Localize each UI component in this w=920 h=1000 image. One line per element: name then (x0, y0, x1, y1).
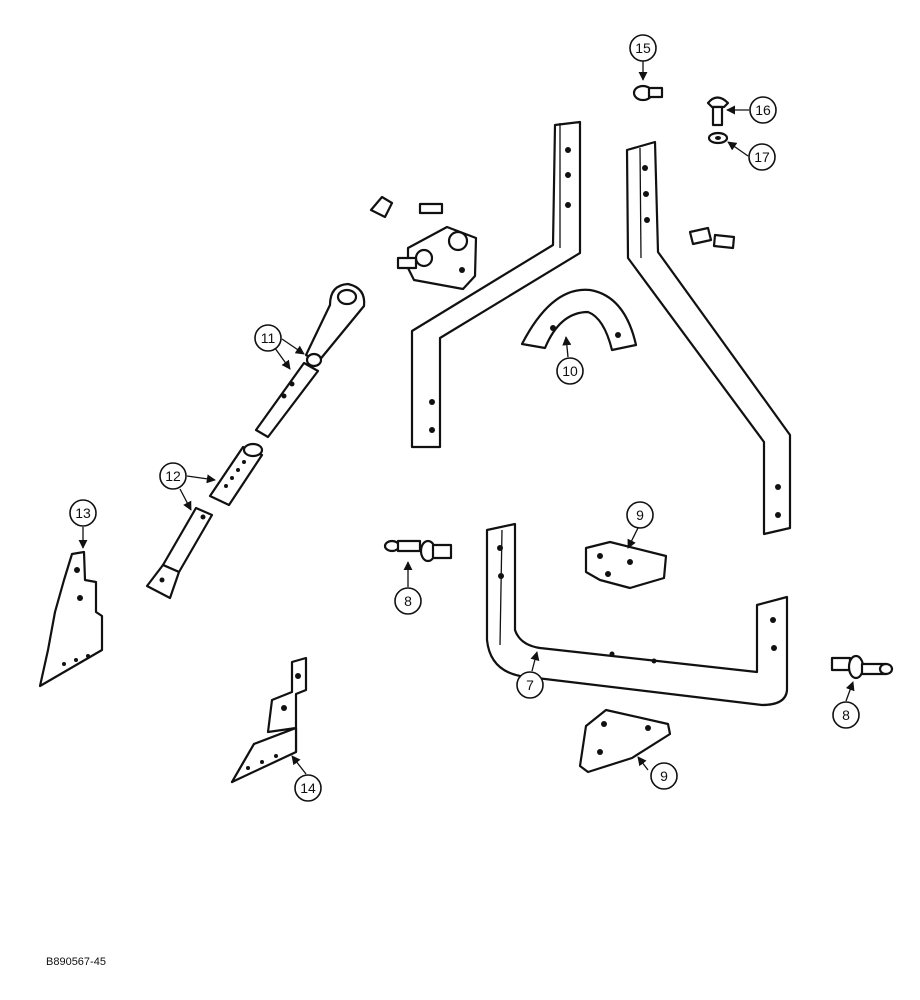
svg-text:13: 13 (75, 505, 91, 521)
callout-9-lower: 9 (650, 762, 678, 790)
top-link-11 (254, 282, 366, 439)
svg-text:17: 17 (754, 149, 770, 165)
lower-link-12 (145, 442, 264, 600)
svg-text:8: 8 (842, 707, 850, 723)
svg-text:9: 9 (636, 507, 644, 523)
svg-text:9: 9 (660, 768, 668, 784)
callout-11: 11 (254, 324, 282, 352)
callout-7: 7 (516, 671, 544, 699)
mount-bracket-9-lower (578, 708, 672, 774)
svg-text:7: 7 (526, 677, 534, 693)
spacer-pins (688, 226, 736, 250)
svg-text:14: 14 (300, 780, 316, 796)
callout-16: 16 (749, 96, 777, 124)
svg-text:10: 10 (562, 363, 578, 379)
bolt-16 (706, 96, 730, 127)
callout-8-left: 8 (394, 587, 422, 615)
left-upright-arm (410, 120, 582, 449)
svg-text:16: 16 (755, 102, 771, 118)
stud-pin-8-right (830, 654, 894, 680)
callout-14: 14 (294, 774, 322, 802)
leader-lines (78, 61, 855, 775)
reference-code: B890567-45 (46, 956, 106, 968)
callout-8-right: 8 (832, 701, 860, 729)
svg-text:11: 11 (261, 330, 276, 346)
callout-13: 13 (69, 499, 97, 527)
mount-bracket-9-upper (584, 540, 668, 590)
callout-9-upper: 9 (626, 501, 654, 529)
stud-pin-8-left (383, 539, 453, 563)
swivel-bracket (396, 225, 478, 291)
callout-12: 12 (159, 462, 187, 490)
svg-text:15: 15 (635, 40, 651, 56)
curved-bracket-10 (520, 288, 638, 352)
svg-text:8: 8 (404, 593, 412, 609)
callout-10: 10 (556, 357, 584, 385)
lift-pin-clip (369, 195, 444, 219)
stepped-plate-14 (230, 656, 308, 784)
stepped-plate-13 (38, 550, 104, 688)
right-upright-arm (625, 140, 792, 536)
u-frame-7 (485, 522, 789, 707)
washer-17 (707, 131, 729, 145)
callout-17: 17 (748, 143, 776, 171)
callout-15: 15 (629, 34, 657, 62)
bolt-15 (632, 84, 664, 102)
svg-text:12: 12 (165, 468, 181, 484)
